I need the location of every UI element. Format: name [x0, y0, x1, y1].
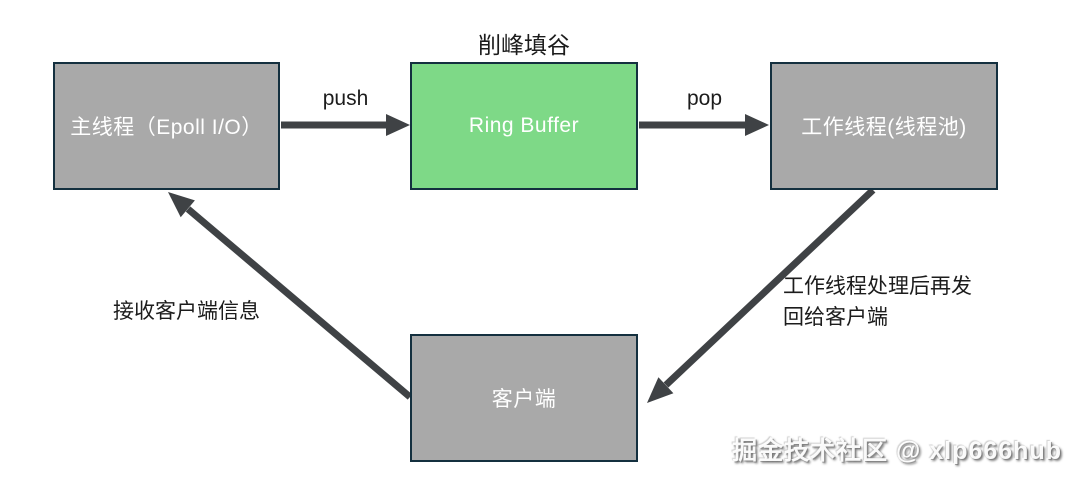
push-arrowhead-icon	[386, 114, 410, 136]
worker-to-client-arrowhead-icon	[647, 377, 674, 403]
pop-arrowhead-icon	[745, 114, 769, 136]
node-client[interactable]: 客户端	[410, 334, 638, 462]
worker-to-client-edge-label-line2: 回给客户端	[783, 306, 888, 329]
diagram-title: 削峰填谷	[478, 32, 570, 58]
node-main-thread[interactable]: 主线程（Epoll I/O）	[53, 62, 280, 190]
worker-to-client-edge-label-line1: 工作线程处理后再发	[783, 275, 972, 298]
node-worker-thread[interactable]: 工作线程(线程池)	[770, 62, 998, 190]
push-edge-label: push	[322, 87, 369, 110]
node-main-thread-label: 主线程（Epoll I/O）	[70, 116, 263, 139]
pop-edge-label: pop	[686, 87, 723, 110]
client-to-main-arrow-line	[185, 206, 413, 400]
node-client-label: 客户端	[491, 388, 557, 411]
client-to-main-edge-label: 接收客户端信息	[113, 300, 260, 323]
node-ring-buffer[interactable]: Ring Buffer	[410, 62, 638, 190]
client-to-main-arrowhead-icon	[168, 192, 195, 218]
node-ring-buffer-label: Ring Buffer	[468, 114, 580, 137]
worker-to-client-edge-label: 工作线程处理后再发 回给客户端	[783, 271, 972, 333]
node-worker-thread-label: 工作线程(线程池)	[801, 116, 967, 139]
watermark: 掘金技术社区 @ xlp666hub	[732, 437, 1062, 465]
worker-to-client-arrow-line	[663, 187, 876, 388]
